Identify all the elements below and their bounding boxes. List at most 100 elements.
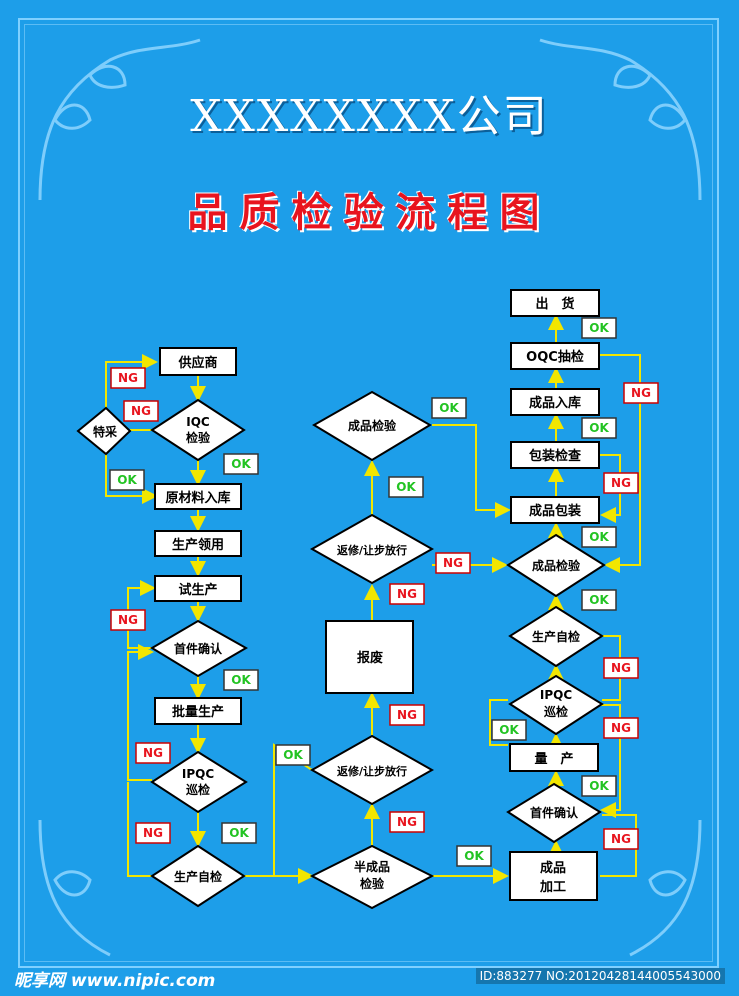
diamond-semi-finished: 半成品 检验 (309, 844, 435, 910)
diamond-ipqc-left-line2: 巡检 (186, 782, 210, 797)
diamond-rework-upper-label: 返修/让步放行 (337, 543, 407, 557)
svg-text:OK: OK (589, 779, 609, 793)
svg-text:OK: OK (231, 457, 251, 471)
diamond-special-purchase-label: 特采 (93, 424, 117, 439)
box-volume-production-label: 量 产 (534, 751, 573, 767)
svg-text:OK: OK (464, 849, 484, 863)
svg-text:NG: NG (631, 386, 651, 400)
tag-ng-7: NG (389, 704, 425, 726)
diamond-first-article-right-label: 首件确认 (530, 805, 579, 820)
company-name: XXXXXXXX公司 (190, 91, 549, 142)
watermark-site: 昵享网 www.nipic.com (14, 971, 216, 991)
box-finished-packaging: 成品包装 (510, 496, 600, 524)
tag-ok-14: OK (581, 775, 617, 797)
tag-ng-10: NG (623, 382, 659, 404)
tag-ok-5: OK (275, 744, 311, 766)
tag-ok-12: OK (581, 526, 617, 548)
svg-text:NG: NG (611, 476, 631, 490)
box-finished-processing-line2: 加工 (539, 880, 566, 895)
svg-text:NG: NG (118, 613, 138, 627)
diamond-self-inspection-right-label: 生产自检 (532, 629, 580, 644)
box-packaging-check-label: 包装检查 (529, 448, 582, 464)
diamond-ipqc-right-line2: 巡检 (544, 704, 568, 719)
diamond-first-article-right: 首件确认 (506, 782, 602, 844)
tag-ok-6: OK (388, 476, 424, 498)
tag-ok-13: OK (581, 589, 617, 611)
box-supplier: 供应商 (159, 347, 237, 376)
diamond-first-article-left: 首件确认 (150, 619, 249, 678)
svg-text:NG: NG (397, 708, 417, 722)
box-scrap: 报废 (325, 620, 414, 694)
diamond-finished-inspection-center: 成品检验 (312, 390, 432, 462)
diamond-semi-finished-line1: 半成品 (354, 859, 390, 874)
box-volume-production: 量 产 (509, 743, 599, 772)
tag-ng-6: NG (389, 811, 425, 833)
tag-ng-4: NG (135, 742, 171, 764)
box-shipment-label: 出 货 (535, 296, 574, 312)
box-finished-processing: 成品 加工 (509, 851, 598, 901)
box-production-requisition: 生产领用 (154, 530, 242, 557)
tag-ng-5: NG (135, 822, 171, 844)
tag-ok-1: OK (223, 453, 259, 475)
diamond-semi-finished-line2: 检验 (360, 876, 385, 891)
diamond-self-inspection-right: 生产自检 (508, 605, 604, 668)
svg-text:NG: NG (611, 661, 631, 675)
diamond-special-purchase: 特采 (76, 406, 132, 456)
svg-text:OK: OK (589, 530, 609, 544)
box-mass-production-label: 批量生产 (172, 704, 224, 720)
box-oqc-sampling: OQC抽检 (510, 342, 600, 370)
svg-text:NG: NG (397, 815, 417, 829)
diamond-ipqc-left-line1: IPQC (182, 767, 214, 781)
svg-text:OK: OK (589, 321, 609, 335)
svg-text:OK: OK (499, 723, 519, 737)
diamond-rework-lower-label: 返修/让步放行 (337, 764, 407, 778)
svg-text:OK: OK (283, 748, 303, 762)
box-finished-processing-line1: 成品 (540, 860, 566, 876)
tag-ng-1: NG (110, 367, 146, 389)
watermark-id: ID:883277 NO:20120428144005543000 (475, 968, 725, 984)
tag-ng-12: NG (603, 657, 639, 679)
page-title: 品质检验流程图 (187, 190, 552, 236)
tag-ng-3: NG (110, 609, 146, 631)
tag-ok-7: OK (431, 397, 467, 419)
box-oqc-sampling-label: OQC抽检 (526, 349, 584, 365)
tag-ng-9: NG (435, 552, 471, 574)
svg-text:NG: NG (397, 587, 417, 601)
tag-ok-4: OK (221, 822, 257, 844)
box-production-requisition-label: 生产领用 (172, 537, 224, 553)
tag-ng-2: NG (123, 400, 159, 422)
tag-ng-13: NG (603, 717, 639, 739)
diamond-ipqc-left: IPQC 巡检 (150, 750, 248, 814)
svg-text:OK: OK (396, 480, 416, 494)
svg-text:OK: OK (231, 673, 251, 687)
tag-ng-8: NG (389, 583, 425, 605)
tag-ok-11: OK (581, 417, 617, 439)
box-scrap-label: 报废 (357, 650, 383, 666)
box-finished-packaging-label: 成品包装 (529, 503, 581, 519)
box-finished-storage-label: 成品入库 (529, 395, 581, 411)
svg-text:NG: NG (611, 721, 631, 735)
svg-text:NG: NG (443, 556, 463, 570)
diamond-iqc-line1: IQC (186, 415, 210, 429)
diamond-self-inspection-left: 生产自检 (150, 844, 246, 908)
diamond-ipqc-right-line1: IPQC (540, 688, 572, 702)
tag-ok-3: OK (223, 669, 259, 691)
svg-text:OK: OK (439, 401, 459, 415)
diamond-ipqc-right: IPQC 巡检 (508, 674, 604, 736)
box-mass-production-left: 批量生产 (154, 697, 242, 725)
svg-text:NG: NG (131, 404, 151, 418)
box-finished-storage: 成品入库 (510, 388, 600, 416)
tag-ng-14: NG (603, 828, 639, 850)
inner-border (24, 24, 713, 962)
diamond-finished-inspection-center-label: 成品检验 (348, 418, 397, 433)
diamond-rework-upper: 返修/让步放行 (309, 513, 435, 585)
diamond-self-inspection-left-label: 生产自检 (174, 869, 222, 884)
svg-text:NG: NG (611, 832, 631, 846)
diamond-iqc-line2: 检验 (186, 430, 211, 445)
svg-text:OK: OK (229, 826, 249, 840)
diamond-iqc: IQC 检验 (150, 398, 246, 462)
svg-text:NG: NG (143, 826, 163, 840)
tag-ok-2: OK (109, 469, 145, 491)
svg-text:OK: OK (589, 421, 609, 435)
